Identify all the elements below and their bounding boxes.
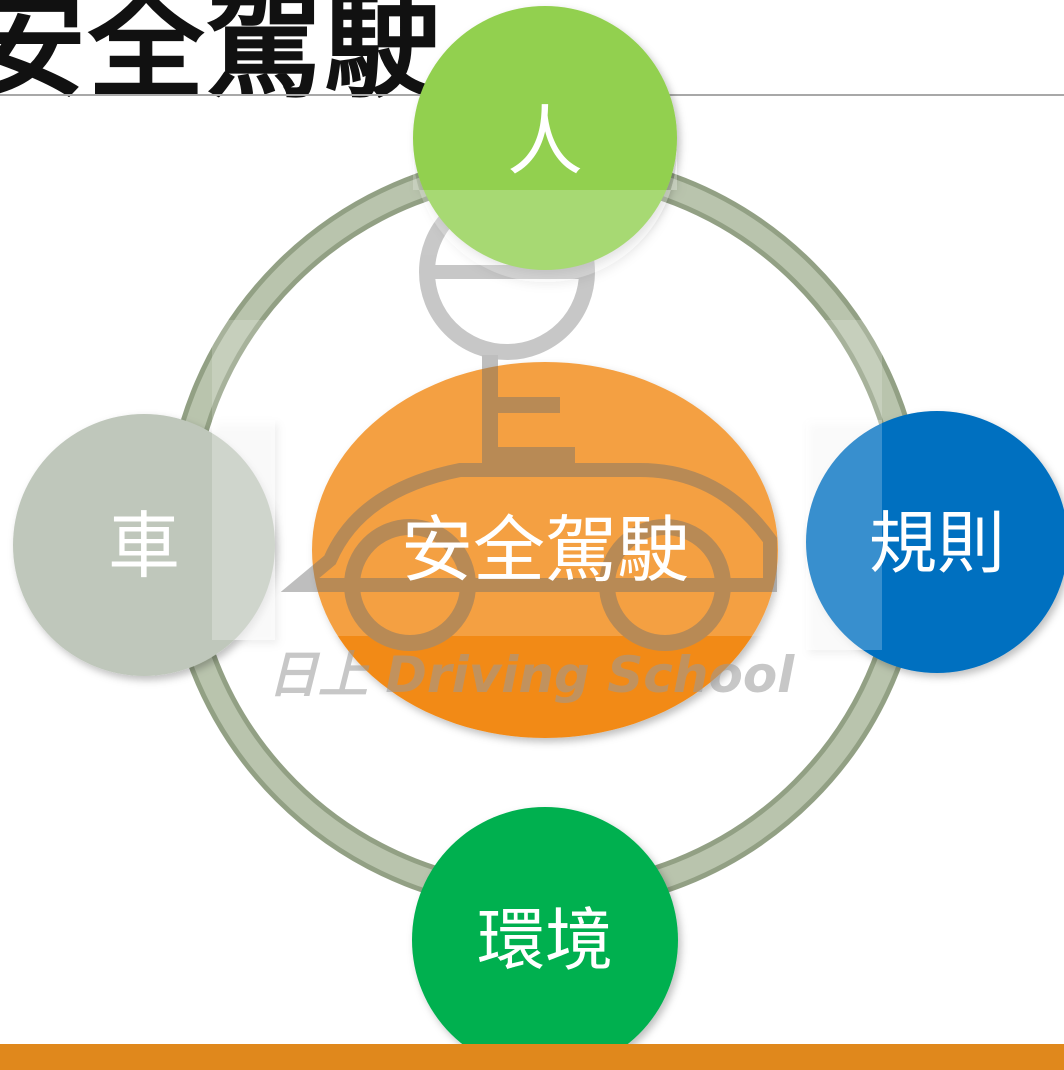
bottom-accent-bar <box>0 1044 1064 1070</box>
node-vehicle-label: 車 <box>108 504 180 588</box>
watermark-text: 日上 Driving School <box>268 646 795 704</box>
node-environment <box>412 807 678 1070</box>
node-person <box>413 6 677 282</box>
node-vehicle <box>13 414 275 676</box>
node-rules-label: 規則 <box>869 505 1005 584</box>
node-rules <box>806 411 1064 673</box>
node-person-label: 人 <box>507 97 583 186</box>
center-node-label: 安全駕駛 <box>401 508 689 592</box>
node-environment-label: 環境 <box>477 902 613 981</box>
